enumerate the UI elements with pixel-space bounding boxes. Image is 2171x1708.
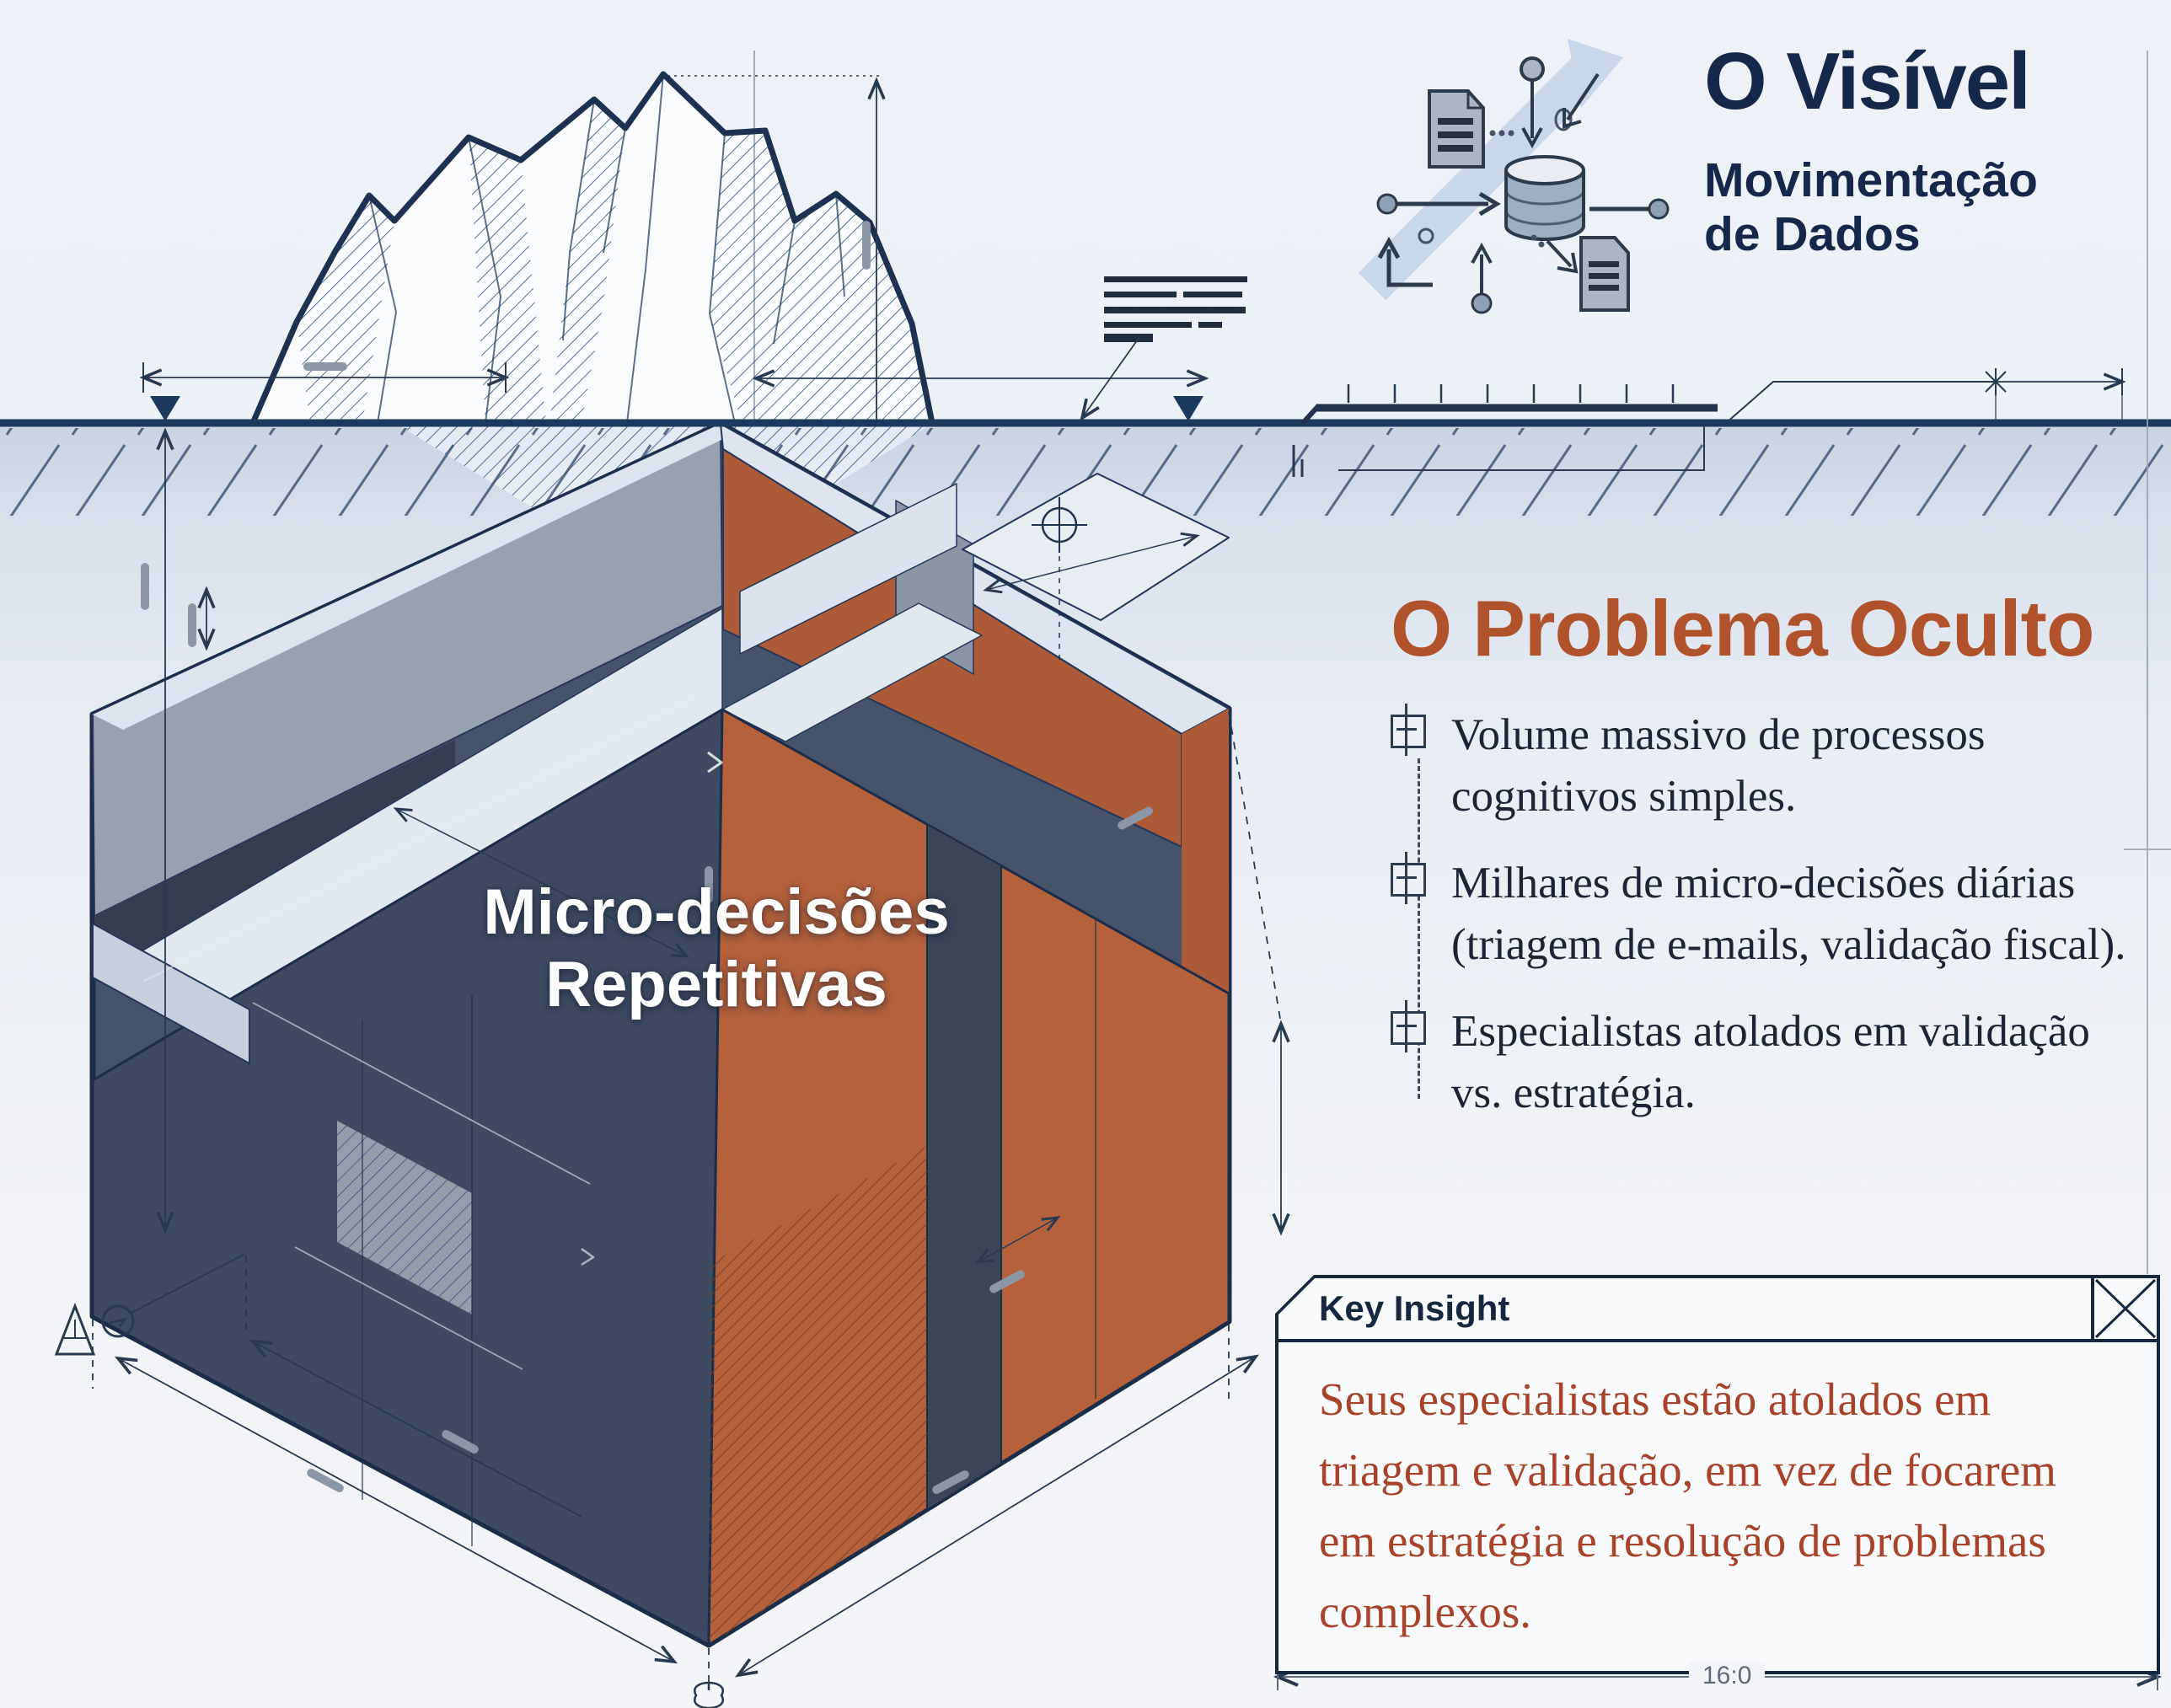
trend-arrow-band [1358, 51, 1605, 301]
sketch-dashes [141, 221, 1153, 1494]
datum-square-icon [1391, 1000, 1426, 1052]
bullet-connector-line [1418, 758, 1420, 1099]
cube-label-line-2: Repetitivas [545, 949, 887, 1020]
document-icon [1428, 89, 1485, 169]
section-knot-icon [694, 1681, 724, 1708]
bullet-text: Milhares de micro-decisões diárias (tria… [1451, 859, 2126, 969]
list-item: Volume massivo de processos cognitivos s… [1391, 704, 2149, 827]
database-icon [1504, 155, 1585, 241]
arrow-up-elbow-icon [1377, 236, 1433, 287]
arrow-right-icon [1376, 191, 1501, 217]
datum-square-icon [1391, 852, 1426, 904]
key-insight-box: Key Insight Seus especialistas estão ato… [1275, 1275, 2160, 1674]
data-movement-icon [1358, 39, 1670, 314]
arrow-downright-icon [1546, 239, 1579, 274]
notes-block [1104, 276, 1247, 342]
bottom-dimension-label: 16:0 [1689, 1662, 1766, 1690]
anchor-mark-icon [1292, 445, 1304, 477]
arrow-down-icon [1520, 56, 1545, 149]
document-icon [1579, 236, 1630, 312]
water-level-icon [150, 396, 180, 421]
list-item: Milhares de micro-decisões diárias (tria… [1391, 852, 2149, 976]
subtitle-line-1: Movimentação [1704, 153, 2038, 207]
bullet-text: Especialistas atolados em validação vs. … [1451, 1007, 2090, 1117]
visible-section-subtitle: Movimentação de Dados [1704, 153, 2038, 261]
cad-annotations [54, 51, 2171, 1708]
detail-circle-icon [101, 1304, 135, 1338]
arrow-up-icon [1471, 242, 1493, 314]
visible-section-title: O Visível [1704, 36, 2031, 126]
arrow-downleft-icon [1563, 72, 1600, 129]
survey-triangle-icon [54, 1302, 96, 1356]
bullet-text: Volume massivo de processos cognitivos s… [1451, 710, 1986, 821]
key-insight-body: Seus especialistas estão atolados em tri… [1319, 1373, 2056, 1637]
key-insight-header: Key Insight [1278, 1278, 2157, 1342]
hidden-problem-bullet-list: Volume massivo de processos cognitivos s… [1391, 704, 2149, 1149]
hidden-problem-title: O Problema Oculto [1391, 584, 2094, 672]
key-insight-title: Key Insight [1319, 1288, 1510, 1328]
corner-cross-icon [2091, 1278, 2157, 1342]
iceberg-cube-label: Micro-decisões Repetitivas [396, 876, 1037, 1021]
datum-square-icon [1391, 704, 1426, 756]
cube-label-line-1: Micro-decisões [483, 876, 950, 948]
line-to-node-icon [1589, 198, 1670, 220]
iceberg-cube-assembly [89, 420, 1232, 1648]
node-circle-icon [1418, 228, 1434, 244]
list-item: Especialistas atolados em validação vs. … [1391, 1000, 2149, 1124]
water-level-icon [1173, 396, 1203, 421]
subtitle-line-2: de Dados [1704, 207, 1921, 261]
ruler-platform-icon [1292, 384, 1718, 477]
